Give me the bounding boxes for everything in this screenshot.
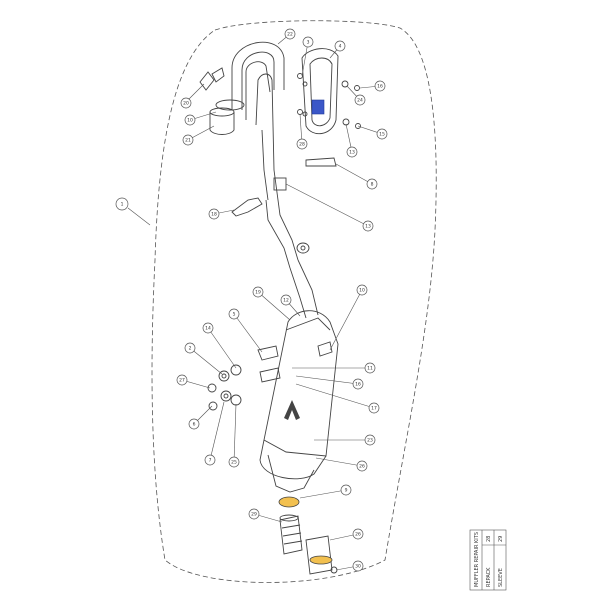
- svg-text:6: 6: [193, 422, 196, 428]
- svg-text:22: 22: [287, 32, 293, 38]
- svg-text:2: 2: [189, 346, 192, 352]
- callout-bubble: 5: [228, 308, 263, 353]
- callout-bubble: 10: [329, 284, 368, 351]
- callout-bubble: 14: [202, 322, 237, 369]
- table-row-name: SLEEVE: [498, 568, 504, 587]
- svg-text:25: 25: [231, 460, 237, 466]
- callout-bubble: 18: [208, 208, 235, 220]
- table-row-number: 28: [486, 536, 492, 542]
- callout-bubble: 20: [180, 83, 205, 109]
- svg-text:7: 7: [209, 458, 212, 464]
- svg-text:12: 12: [283, 298, 289, 304]
- callout-bubble: 16: [359, 80, 386, 92]
- muffler-logo: [284, 400, 300, 420]
- svg-text:29: 29: [251, 512, 257, 518]
- callout-bubble: 29: [248, 508, 283, 523]
- svg-text:21: 21: [185, 138, 191, 144]
- shield-logo: [311, 99, 325, 115]
- tip-end-cap: [278, 496, 300, 508]
- svg-text:13: 13: [349, 150, 355, 156]
- callout-bubble: 25: [228, 403, 240, 468]
- callout-bubble: 4: [329, 40, 346, 59]
- callout-bubble: 26: [329, 528, 364, 541]
- svg-text:8: 8: [371, 182, 374, 188]
- callout-bubble: 9: [299, 484, 352, 499]
- spring-tool: [305, 157, 337, 167]
- callout-bubble: 7: [204, 401, 225, 466]
- svg-text:27: 27: [179, 378, 185, 384]
- svg-text:1: 1: [121, 202, 124, 208]
- svg-text:19: 19: [255, 290, 261, 296]
- callout-bubble: 11: [292, 362, 376, 374]
- kit-boundary: [151, 20, 437, 583]
- callout-bubble: 6: [188, 405, 213, 430]
- svg-text:11: 11: [367, 366, 373, 372]
- svg-text:20: 20: [183, 101, 189, 107]
- table-row-number: 29: [498, 536, 504, 542]
- callout-bubble: 27: [176, 374, 211, 389]
- heat-shield: [301, 48, 339, 135]
- muffler: [257, 310, 339, 508]
- table-title: MUFFLER REPAIR KITS: [474, 532, 480, 587]
- svg-text:28: 28: [299, 142, 305, 148]
- svg-text:9: 9: [345, 488, 348, 494]
- header-pipe: [231, 41, 319, 319]
- callout-bubble: 22: [277, 28, 296, 45]
- svg-text:26: 26: [355, 532, 361, 538]
- callout-bubble: 19: [252, 286, 291, 321]
- svg-text:16: 16: [355, 382, 361, 388]
- svg-text:10: 10: [359, 288, 365, 294]
- callout-bubble: 12: [280, 294, 301, 317]
- svg-text:18: 18: [211, 212, 217, 218]
- svg-text:30: 30: [355, 564, 361, 570]
- svg-text:24: 24: [357, 98, 363, 104]
- svg-text:17: 17: [371, 406, 377, 412]
- callout-bubble: 30: [335, 560, 364, 572]
- flange-gasket: [199, 67, 245, 135]
- bracket: [231, 197, 263, 217]
- callout-bubble: 24: [346, 85, 366, 106]
- callout-bubble: 8: [335, 163, 378, 190]
- muffler-hardware: [207, 364, 242, 411]
- svg-text:23: 23: [367, 438, 373, 444]
- svg-text:14: 14: [205, 326, 211, 332]
- svg-text:3: 3: [307, 40, 310, 46]
- callout-bubble: 21: [182, 125, 215, 146]
- callout-bubble: 23: [314, 434, 376, 446]
- callout-bubble: 15: [357, 125, 388, 140]
- callout-bubble: 26: [315, 457, 368, 472]
- callout-bubble: 13: [345, 123, 358, 158]
- svg-text:26: 26: [359, 464, 365, 470]
- table-row-name: REPACK: [486, 567, 492, 587]
- svg-text:16: 16: [377, 84, 383, 90]
- callout-bubble: 2: [184, 342, 223, 375]
- svg-text:13: 13: [365, 224, 371, 230]
- callout-bubble: 3: [301, 36, 314, 77]
- repack-cylinder: [279, 514, 303, 555]
- repair-kits-table: MUFFLER REPAIR KITS REPACK 28 SLEEVE 29: [469, 529, 507, 591]
- svg-text:4: 4: [339, 44, 342, 50]
- svg-text:15: 15: [379, 132, 385, 138]
- callout-bubble: 10: [184, 111, 217, 126]
- callout-bubble: 16: [295, 375, 364, 390]
- sleeve: [305, 535, 333, 575]
- svg-text:5: 5: [233, 312, 236, 318]
- kit-callout: 1: [115, 197, 151, 226]
- callout-bubble: 13: [285, 183, 374, 232]
- callout-bubble: 28: [296, 113, 308, 150]
- callout-bubble: 17: [295, 383, 380, 414]
- svg-text:10: 10: [187, 118, 193, 124]
